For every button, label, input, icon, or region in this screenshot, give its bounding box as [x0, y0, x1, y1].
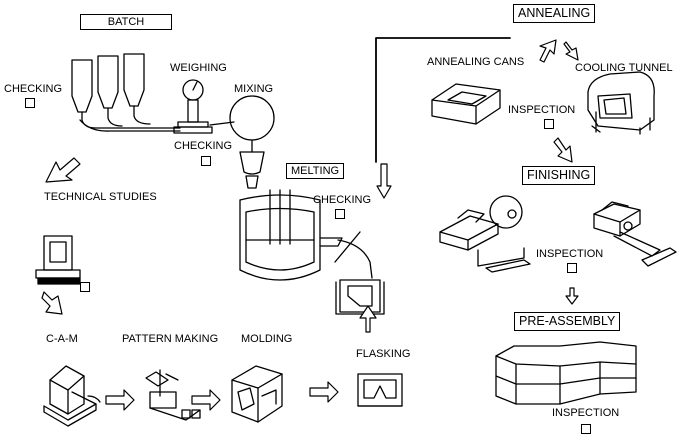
checking-checkbox-furnace: [335, 209, 345, 219]
melting-label: MELTING: [286, 163, 345, 179]
pattern-making-machine: [145, 369, 201, 421]
checking-label-mixer: CHECKING: [174, 140, 233, 152]
technical-studies-label: TECHNICAL STUDIES: [44, 191, 157, 203]
finishing-label: FINISHING: [522, 166, 596, 185]
flasking-label: FLASKING: [356, 348, 411, 360]
checking-label-furnace: CHECKING: [313, 194, 372, 206]
inspection-label-finishing: INSPECTION: [536, 248, 604, 260]
flasking-box: [357, 373, 403, 407]
molding-label: MOLDING: [241, 333, 293, 345]
checking-label-left: CHECKING: [4, 83, 63, 95]
computer-terminal: [35, 235, 81, 285]
batch-silos: [71, 53, 181, 132]
melting-furnace: [239, 189, 373, 281]
batch-label: BATCH: [80, 14, 172, 30]
inspection-label-annealing: INSPECTION: [508, 104, 576, 116]
weighing-label: WEIGHING: [170, 62, 227, 74]
computer-checkbox: [80, 282, 90, 292]
flask-receiver: [335, 279, 385, 315]
inspection-checkbox-finishing: [567, 263, 577, 273]
pre-assembly-label: PRE-ASSEMBLY: [514, 312, 621, 331]
annealing-cans-label: ANNEALING CANS: [427, 56, 525, 68]
cooling-tunnel-label: COOLING TUNNEL: [575, 62, 673, 74]
annealing-can: [431, 83, 501, 125]
mixing-label: MIXING: [234, 83, 274, 95]
flow-arrows: [41, 39, 579, 411]
annealing-label: ANNEALING: [513, 4, 596, 23]
cam-label: C-A-M: [46, 333, 78, 345]
pattern-making-label: PATTERN MAKING: [122, 333, 219, 345]
inspection-checkbox-final: [581, 424, 591, 434]
finishing-machine-right: [593, 201, 677, 267]
cam-machine: [43, 365, 101, 427]
cooling-tunnel: [587, 71, 655, 135]
molding-block: [231, 365, 283, 423]
weighing-scale: [173, 79, 213, 134]
checking-checkbox-mixer: [201, 156, 211, 166]
inspection-checkbox-annealing: [544, 119, 554, 129]
inspection-label-final: INSPECTION: [552, 407, 620, 419]
transfer-line: [375, 37, 511, 163]
finishing-machine-left: [439, 195, 531, 273]
pre-assembly-unit: [495, 341, 637, 405]
checking-checkbox-left: [25, 98, 35, 108]
mixer: [209, 95, 275, 189]
